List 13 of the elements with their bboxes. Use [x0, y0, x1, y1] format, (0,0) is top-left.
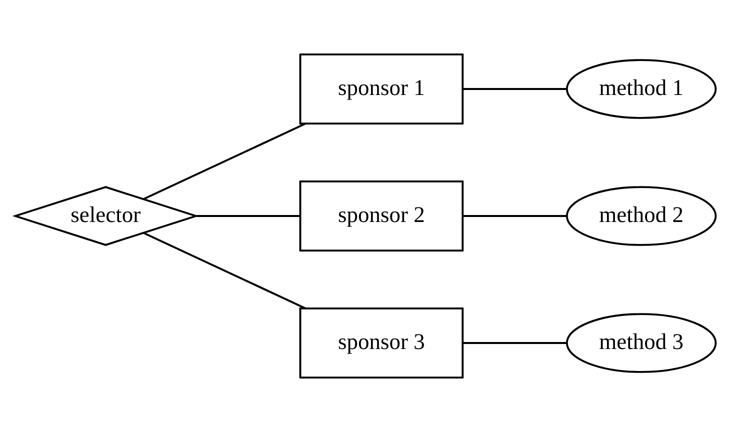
connector: [462, 342, 567, 344]
node-box: sponsor 1: [299, 53, 464, 125]
connector: [462, 88, 567, 90]
node-ellipse: method 2: [566, 186, 717, 246]
node-box: sponsor 3: [299, 307, 464, 379]
connector: [462, 215, 567, 217]
node-box: sponsor 2: [299, 180, 464, 252]
connector: [196, 215, 300, 217]
node-diamond: selector: [12, 186, 200, 246]
connector: [143, 122, 306, 200]
node-ellipse: method 1: [566, 59, 717, 119]
node-ellipse: method 3: [566, 313, 717, 373]
connector: [143, 232, 306, 310]
